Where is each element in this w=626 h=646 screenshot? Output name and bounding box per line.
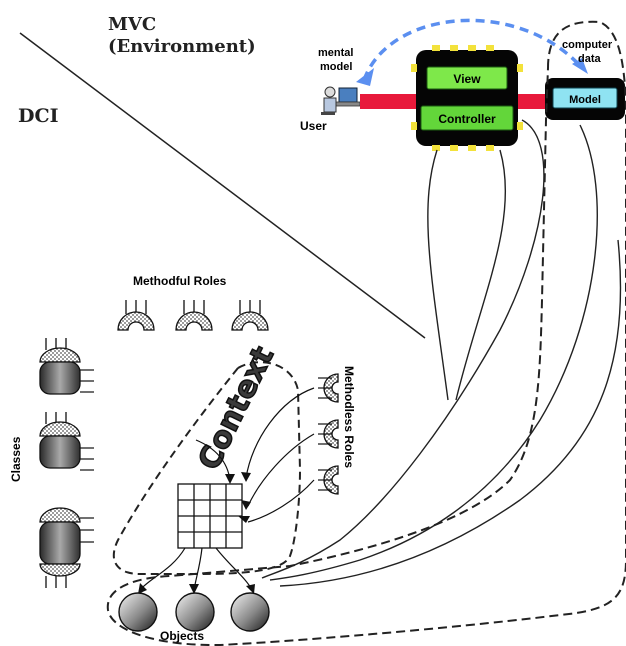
class-icon-3: [39, 507, 94, 588]
view-controller-box: [411, 45, 523, 151]
object-arrowheads: [138, 583, 255, 594]
divider-line: [19, 32, 426, 339]
mental-model-label: mental: [318, 47, 353, 59]
class-icon-1: [39, 338, 94, 395]
methodless-roles-icons: [318, 373, 339, 495]
controller-model-connector: [514, 94, 548, 109]
user-label: User: [300, 119, 327, 133]
view-box: [426, 66, 508, 90]
model-label: Model: [569, 94, 601, 106]
controller-label: Controller: [438, 112, 496, 126]
context-dashed-boundary: [112, 361, 302, 575]
model-box: [545, 78, 625, 120]
class-icon-2: [39, 412, 94, 471]
environment-dashed-boundary: [106, 20, 626, 646]
dci-title: DCI: [18, 105, 59, 127]
computer-data-label-2: data: [578, 53, 602, 65]
methodful-roles-icons: [117, 300, 269, 331]
user-view-connector: [360, 94, 418, 109]
classes-label: Classes: [9, 436, 23, 482]
methodful-roles-title: Methodful Roles: [133, 274, 227, 288]
mental-model-link-arrow: [356, 18, 588, 86]
mvc-title: MVC: [108, 14, 156, 35]
objects-label: Objects: [160, 629, 204, 643]
mvc-to-dci-links: [261, 119, 622, 587]
object-spheres: [118, 592, 270, 632]
context-interaction-grid: [177, 483, 243, 549]
grid-to-object-arrows: [139, 547, 253, 591]
methodless-roles-label: Methodless Roles: [342, 366, 356, 468]
arrowheads: [225, 472, 251, 523]
mental-model-label-2: model: [320, 61, 352, 73]
computer-data-label: computer: [562, 39, 613, 51]
environment-subtitle: (Environment): [108, 36, 256, 57]
controller-box: [420, 105, 514, 131]
view-label: View: [453, 72, 481, 86]
user-at-computer-icon: [321, 86, 361, 115]
